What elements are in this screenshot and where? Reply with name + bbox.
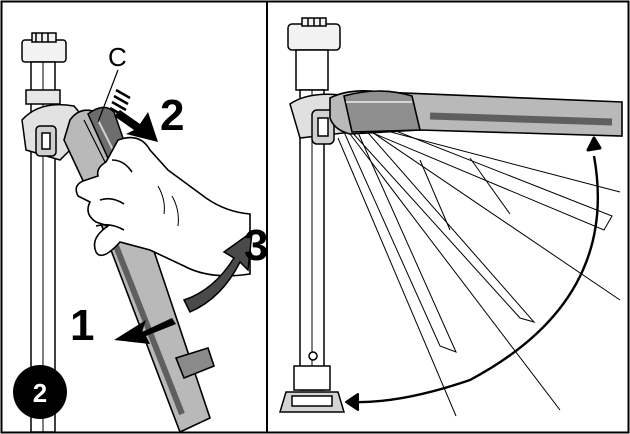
- step-badge-number: 2: [33, 378, 47, 408]
- tripod-column-right: [280, 18, 344, 412]
- tripod-leg-raised: [330, 91, 622, 136]
- callout-letter-c: C: [108, 42, 127, 72]
- left-panel: C 2 3 1 2: [13, 33, 268, 432]
- step-label-3: 3: [244, 221, 268, 270]
- step-label-2: 2: [160, 91, 184, 140]
- right-panel: [280, 18, 622, 416]
- step-badge: 2: [13, 365, 67, 419]
- ghost-leg-positions: [338, 120, 620, 416]
- step-label-1: 1: [70, 301, 94, 350]
